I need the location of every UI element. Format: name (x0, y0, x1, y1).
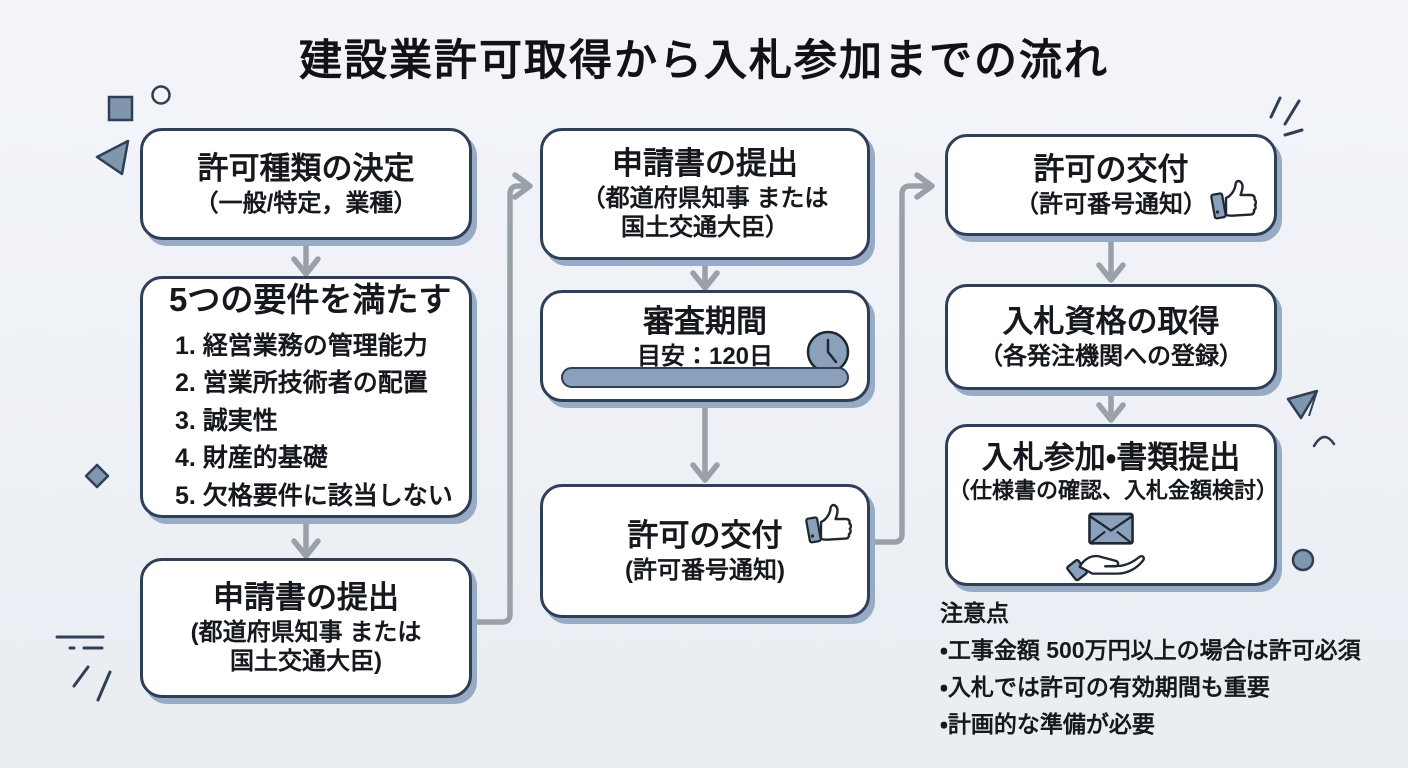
requirement-item: 2. 営業所技術者の配置 (175, 369, 428, 398)
envelope-in-hand-icon (1066, 512, 1145, 581)
requirement-item: 1. 経営業務の管理能力 (175, 331, 428, 360)
step-bid-participation: 入札参加・書類提出 （仕様書の確認、入札金額検討） (945, 424, 1279, 586)
clock-icon (806, 330, 850, 374)
step-subtitle: (都道府県知事 または (190, 619, 422, 647)
step-subtitle: 目安：120日 (636, 342, 774, 370)
page-title: 建設業許可取得から入札参加までの流れ (299, 37, 1109, 85)
square-decoration (107, 95, 134, 122)
step-title: 申請書の提出 (213, 580, 399, 616)
step-subtitle: （都道府県知事 または (581, 185, 829, 213)
sparkle-decoration-top-right (1269, 96, 1304, 137)
down-arrow (291, 236, 1126, 559)
requirements-list: 1. 経営業務の管理能力 2. 営業所技術者の配置 3. 誠実性 4. 財産的基… (169, 328, 453, 516)
paper-plane-decoration (1286, 389, 1319, 420)
step-subtitle: （許可番号通知） (1015, 190, 1207, 218)
sparkle-decoration-bottom-left (72, 665, 112, 702)
step-title: 許可の交付 (1033, 151, 1189, 187)
step-subtitle: （一般/特定，業種） (194, 189, 418, 217)
dot-decoration (1291, 548, 1315, 572)
thumbs-up-icon (1210, 179, 1258, 220)
step-bid-qualification: 入札資格の取得 （各発注機関への登録） (945, 284, 1277, 390)
column-connector (469, 172, 935, 625)
step-five-requirements: 5つの要件を満たす 1. 経営業務の管理能力 2. 営業所技術者の配置 3. 誠… (140, 276, 472, 518)
notes-section: 注意点 ・工事金額 500万円以上の場合は許可必須 ・入札では許可の有効期間も重… (940, 594, 1408, 742)
step-review-period: 審査期間 目安：120日 (540, 290, 870, 402)
diamond-decoration (84, 463, 110, 489)
step-subtitle: (許可番号通知) (625, 556, 785, 584)
note-item: ・工事金額 500万円以上の場合は許可必須 (940, 637, 1361, 663)
review-progress-bar (561, 367, 849, 388)
step-title: 5つの要件を満たす (169, 280, 452, 318)
step-license-grant-right: 許可の交付 （許可番号通知） (945, 134, 1277, 236)
step-decide-license-type: 許可種類の決定 （一般/特定，業種） (140, 128, 472, 240)
notes-heading: 注意点 (940, 600, 1009, 626)
circle-outline-decoration (151, 85, 171, 105)
step-submit-application-left: 申請書の提出 (都道府県知事 または 国土交通大臣) (140, 558, 472, 698)
speed-lines-decoration (55, 635, 105, 650)
note-item: ・計画的な準備が必要 (940, 710, 1155, 737)
thumbs-up-icon (805, 503, 853, 544)
requirement-item: 3. 誠実性 (175, 406, 278, 435)
step-subtitle: （仕様書の確認、入札金額検討） (948, 477, 1279, 503)
requirement-item: 4. 財産的基礎 (175, 444, 328, 473)
step-subtitle: 国土交通大臣） (621, 214, 789, 242)
step-submit-application-mid: 申請書の提出 （都道府県知事 または 国土交通大臣） (540, 128, 870, 260)
step-title: 入札参加・書類提出 (981, 440, 1241, 475)
step-title: 許可種類の決定 (197, 150, 415, 186)
arc-decoration (1312, 435, 1336, 448)
requirement-item: 5. 欠格要件に該当しない (175, 481, 453, 510)
step-title: 申請書の提出 (612, 146, 798, 182)
step-subtitle: （各発注機関への登録） (979, 342, 1243, 370)
triangle-decoration (95, 139, 130, 176)
note-item: ・入札では許可の有効期間も重要 (940, 673, 1270, 700)
step-title: 入札資格の取得 (1002, 303, 1220, 339)
step-subtitle: 国土交通大臣) (230, 648, 382, 676)
step-license-grant-mid: 許可の交付 (許可番号通知) (540, 484, 870, 618)
step-title: 審査期間 (643, 304, 767, 339)
step-title: 許可の交付 (627, 517, 783, 553)
